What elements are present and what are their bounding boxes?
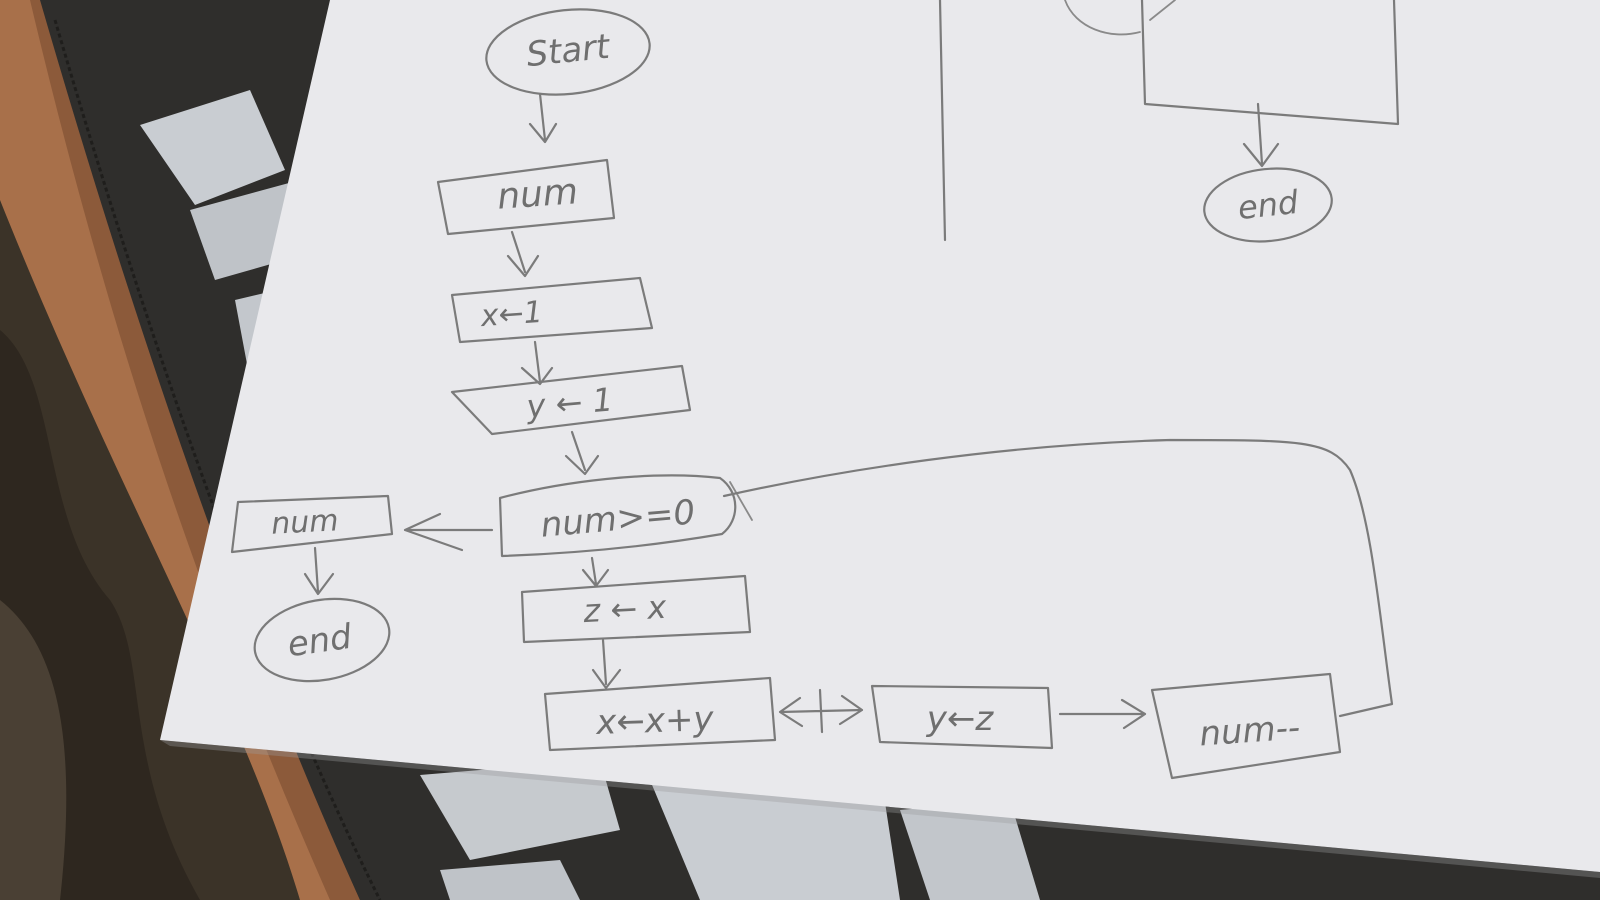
assign-y-z-node: y←z	[870, 684, 1054, 750]
assign-x-label: x←1	[479, 295, 544, 334]
arrow-yz-to-decrement	[1058, 698, 1147, 730]
decrement-label: num--	[1198, 708, 1301, 755]
input-num-label: num	[496, 171, 579, 218]
folder-graphic-letter	[140, 90, 285, 205]
paper-sheet	[160, 0, 1600, 872]
right-process-box	[1064, 0, 1400, 126]
output-num-label: num	[270, 503, 339, 541]
divider-line	[938, 0, 947, 242]
arrow-x-to-y	[520, 340, 554, 386]
input-num-node: num	[436, 158, 616, 236]
arrow-input-to-x	[506, 230, 540, 278]
arrow-y-to-condition	[564, 430, 600, 476]
assign-x-sum-node: x←x+y	[543, 676, 777, 752]
folder-graphic-bottom-2	[650, 770, 900, 900]
folder-graphic-bottom-1	[420, 760, 620, 860]
end-left-label: end	[285, 617, 354, 666]
assign-y-z-label: y←z	[926, 699, 995, 739]
assign-z-node: z ← x	[520, 574, 752, 644]
arrow-right-to-end	[1242, 102, 1280, 168]
arrow-z-to-xsum	[591, 638, 622, 690]
arrow-xsum-to-yz	[778, 688, 864, 734]
loop-back-line	[722, 438, 1394, 718]
end-right-label: end	[1236, 183, 1301, 227]
assign-y-node: y ← 1	[450, 364, 692, 436]
assign-y-label: y ← 1	[524, 380, 614, 425]
assign-z-label: z ← x	[581, 588, 668, 630]
end-left-node: end	[253, 597, 391, 683]
decrement-node: num--	[1150, 672, 1342, 780]
output-num-node: num	[230, 494, 394, 554]
assign-x-sum-label: x←x+y	[595, 699, 716, 743]
folder-graphic-bottom-3	[900, 800, 1040, 900]
assign-x-node: x←1	[450, 276, 654, 344]
fabric-fold-2	[0, 600, 67, 900]
paper-shadow	[160, 740, 1600, 878]
arrow-start-to-input	[528, 92, 558, 144]
arrow-condition-to-output	[403, 512, 494, 552]
arrow-output-to-end	[303, 546, 335, 596]
folder-graphic-bottom-4	[440, 860, 580, 900]
start-label: Start	[525, 27, 613, 76]
end-right-node: end	[1203, 167, 1333, 243]
start-node: Start	[485, 8, 651, 96]
